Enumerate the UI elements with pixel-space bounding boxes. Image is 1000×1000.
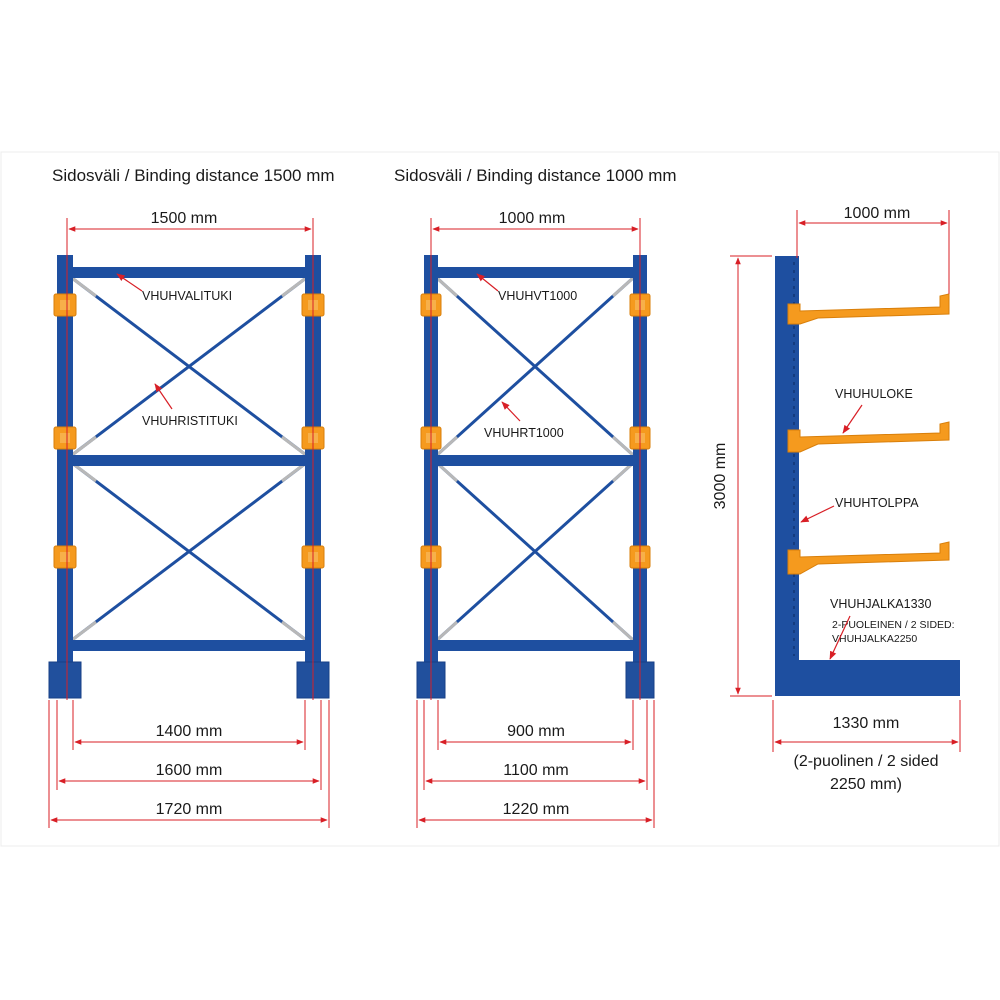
drawing-border bbox=[0, 151, 1000, 847]
side-view-dim-base-note-1: (2-puolinen / 2 sided bbox=[794, 753, 939, 770]
frame-left-bottom-beam bbox=[70, 640, 308, 651]
frame-middle-top-beam bbox=[435, 267, 635, 278]
side-view-dim-height: 3000 mm bbox=[712, 443, 729, 510]
side-view-arm-pointer bbox=[842, 404, 863, 434]
side-view-dim-base: 1330 mm bbox=[833, 715, 900, 732]
frame-left-dim-inner: 1400 mm bbox=[156, 723, 223, 740]
frame-left-dim-top: 1500 mm bbox=[151, 210, 218, 227]
frame-left-beam-pointer bbox=[116, 273, 143, 292]
side-view-arm-bottom bbox=[787, 541, 950, 575]
side-view-arm-middle bbox=[787, 421, 950, 453]
frame-left-part-beam: VHUHVALITUKI bbox=[142, 289, 232, 303]
side-view-part-column: VHUHTOLPPA bbox=[835, 496, 919, 510]
side-view-part-arm: VHUHULOKE bbox=[835, 387, 913, 401]
frame-left-middle-beam bbox=[70, 455, 308, 466]
side-view: 1000 mm 3000 mm 1330 mm (2-puolinen / 2 … bbox=[712, 205, 961, 793]
side-view-base bbox=[775, 660, 960, 696]
frame-middle-beam-pointer bbox=[476, 273, 499, 292]
side-view-part-base-note-1: 2-PUOLEINEN / 2 SIDED: bbox=[832, 619, 955, 631]
frame-middle-dim-mid: 1100 mm bbox=[503, 762, 569, 779]
frame-left-part-cross: VHUHRISTITUKI bbox=[142, 414, 238, 428]
frame-left-clamps bbox=[53, 293, 325, 569]
side-view-base-pointer bbox=[829, 615, 851, 660]
frame-left-extension-lines bbox=[48, 218, 330, 828]
frame-middle-extension-lines bbox=[416, 218, 655, 828]
side-view-arm-top bbox=[787, 293, 950, 325]
frame-left-cross-pointer bbox=[154, 383, 173, 410]
frame-middle-cross-bracing bbox=[435, 276, 635, 642]
frame-middle: Sidosväli / Binding distance 1000 mm bbox=[394, 166, 677, 828]
frame-middle-middle-beam bbox=[435, 455, 635, 466]
frame-middle-part-cross: VHUHRT1000 bbox=[484, 426, 564, 440]
frame-middle-dim-outer: 1220 mm bbox=[503, 801, 570, 818]
frame-middle-cross-pointer bbox=[501, 401, 521, 422]
frame-middle-bottom-beam bbox=[435, 640, 635, 651]
frame-left-dim-mid: 1600 mm bbox=[156, 762, 223, 779]
frame-left-cross-bracing bbox=[71, 276, 307, 642]
frame-left-title: Sidosväli / Binding distance 1500 mm bbox=[52, 166, 335, 185]
frame-left-foot-left bbox=[48, 661, 82, 699]
frame-middle-dim-inner: 900 mm bbox=[507, 723, 565, 740]
side-view-part-base-note-2: VHUHJALKA2250 bbox=[832, 633, 917, 645]
frame-middle-part-beam: VHUHVT1000 bbox=[498, 289, 577, 303]
side-view-dim-base-note-2: 2250 mm) bbox=[830, 776, 902, 793]
side-view-extension-lines bbox=[730, 210, 961, 752]
frame-left-dim-outer: 1720 mm bbox=[156, 801, 223, 818]
frame-middle-dim-top: 1000 mm bbox=[499, 210, 566, 227]
side-view-column-pointer bbox=[800, 505, 835, 523]
frame-left: Sidosväli / Binding distance 1500 mm bbox=[48, 166, 335, 828]
side-view-part-base: VHUHJALKA1330 bbox=[830, 597, 931, 611]
frame-left-top-beam bbox=[70, 267, 308, 278]
side-view-dim-arm: 1000 mm bbox=[844, 205, 911, 222]
frame-middle-title: Sidosväli / Binding distance 1000 mm bbox=[394, 166, 677, 185]
